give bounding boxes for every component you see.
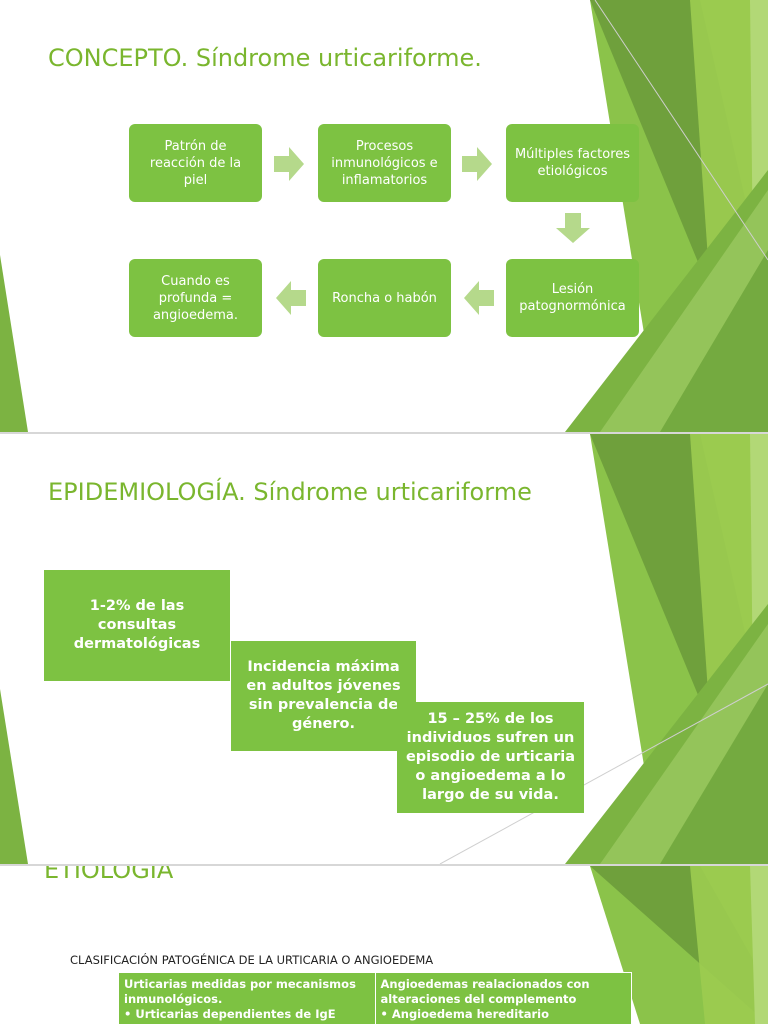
table-caption: CLASIFICACIÓN PATOGÉNICA DE LA URTICARIA…	[70, 953, 434, 967]
slide-decoration	[0, 434, 768, 864]
slide-etiologia: ETIOLOGÍA CLASIFICACIÓN PATOGÉNICA DE LA…	[0, 866, 768, 1024]
slide-decoration	[590, 866, 768, 1024]
flow-box-procesos: Procesos inmunológicos e inflamatorios	[318, 124, 451, 202]
arrow-right-icon	[274, 147, 304, 181]
slide-epidemiologia: EPIDEMIOLOGÍA. Síndrome urticariforme 1-…	[0, 434, 768, 864]
table-header-immunologic: Urticarias medidas por mecanismos inmuno…	[118, 972, 376, 1024]
slide-decoration	[0, 0, 768, 432]
slide-title: ETIOLOGÍA	[44, 866, 174, 884]
arrow-down-icon	[556, 213, 590, 243]
flow-box-angioedema: Cuando es profunda = angioedema.	[129, 259, 262, 337]
slide-title: EPIDEMIOLOGÍA. Síndrome urticariforme	[48, 478, 532, 506]
classification-table: Urticarias medidas por mecanismos inmuno…	[118, 972, 632, 1024]
flow-box-factores: Múltiples factores etiológicos	[506, 124, 639, 202]
bullet-item: • Angioedema hereditario	[380, 1007, 550, 1021]
flow-box-patron: Patrón de reacción de la piel	[129, 124, 262, 202]
header-text: Urticarias medidas por mecanismos inmuno…	[124, 977, 356, 1006]
arrow-right-icon	[462, 147, 492, 181]
arrow-left-icon	[464, 281, 494, 315]
stat-box-consultas: 1-2% de las consultas dermatológicas	[44, 570, 230, 681]
stat-box-incidencia: Incidencia máxima en adultos jóvenes sin…	[231, 641, 416, 751]
flow-box-lesion: Lesión patognormónica	[506, 259, 639, 337]
stat-box-prevalencia: 15 – 25% de los individuos sufren un epi…	[397, 702, 584, 813]
table-header-complement: Angioedemas realacionados con alteracion…	[374, 972, 632, 1024]
bullet-text: Angioedema hereditario	[391, 1007, 550, 1021]
bullet-text: Urticarias dependientes de IgE	[135, 1007, 336, 1021]
slide-title: CONCEPTO. Síndrome urticariforme.	[48, 44, 482, 72]
arrow-left-icon	[276, 281, 306, 315]
bullet-item: • Urticarias dependientes de IgE	[124, 1007, 336, 1021]
slide-concepto: CONCEPTO. Síndrome urticariforme. Patrón…	[0, 0, 768, 432]
flow-box-roncha: Roncha o habón	[318, 259, 451, 337]
header-text: Angioedemas realacionados con alteracion…	[380, 977, 590, 1006]
